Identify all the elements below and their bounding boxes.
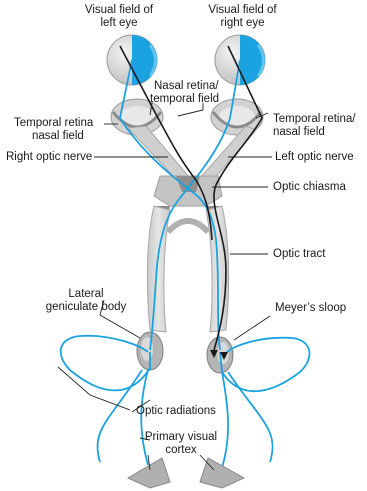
label-optic-chiasma: Optic chiasma <box>273 181 346 194</box>
label-line: Visual field of <box>74 4 164 17</box>
label-line: Optic radiations <box>136 405 216 418</box>
label-meyers-loop: Meyer’s sloop <box>275 302 346 315</box>
label-line: right eye <box>195 17 290 30</box>
label-line: Meyer’s sloop <box>275 302 346 315</box>
label-line: cortex <box>128 444 234 457</box>
label-left-optic-nerve: Left optic nerve <box>275 151 354 164</box>
label-line: Temporal retina <box>14 117 93 130</box>
label-primary-visual-cortex: Primary visual cortex <box>128 431 234 457</box>
label-line: left eye <box>74 17 164 30</box>
label-line: Nasal retina/ <box>150 80 219 93</box>
label-right-optic-nerve: Right optic nerve <box>6 151 92 164</box>
label-line: geniculate body <box>36 301 136 314</box>
label-line: Lateral <box>36 288 136 301</box>
visual-cortex <box>128 458 244 488</box>
label-line: Left optic nerve <box>275 151 354 164</box>
label-line: Primary visual <box>128 431 234 444</box>
label-temporal-retina-right: Temporal retina/ nasal field <box>273 113 355 139</box>
label-optic-tract: Optic tract <box>273 248 325 261</box>
label-lateral-geniculate-body: Lateral geniculate body <box>36 288 136 314</box>
label-optic-radiations: Optic radiations <box>136 405 216 418</box>
label-line: Visual field of <box>195 4 290 17</box>
label-line: Right optic nerve <box>6 151 92 164</box>
label-nasal-retina: Nasal retina/ temporal field <box>150 80 219 106</box>
label-line: temporal field <box>150 93 219 106</box>
label-line: Optic tract <box>273 248 325 261</box>
label-visual-field-left-eye: Visual field of left eye <box>74 4 164 30</box>
label-line: Temporal retina/ <box>273 113 355 126</box>
label-visual-field-right-eye: Visual field of right eye <box>195 4 290 30</box>
label-line: Optic chiasma <box>273 181 346 194</box>
label-line: nasal field <box>14 130 93 143</box>
label-temporal-retina-left: Temporal retina nasal field <box>14 117 93 143</box>
label-line: nasal field <box>273 126 355 139</box>
